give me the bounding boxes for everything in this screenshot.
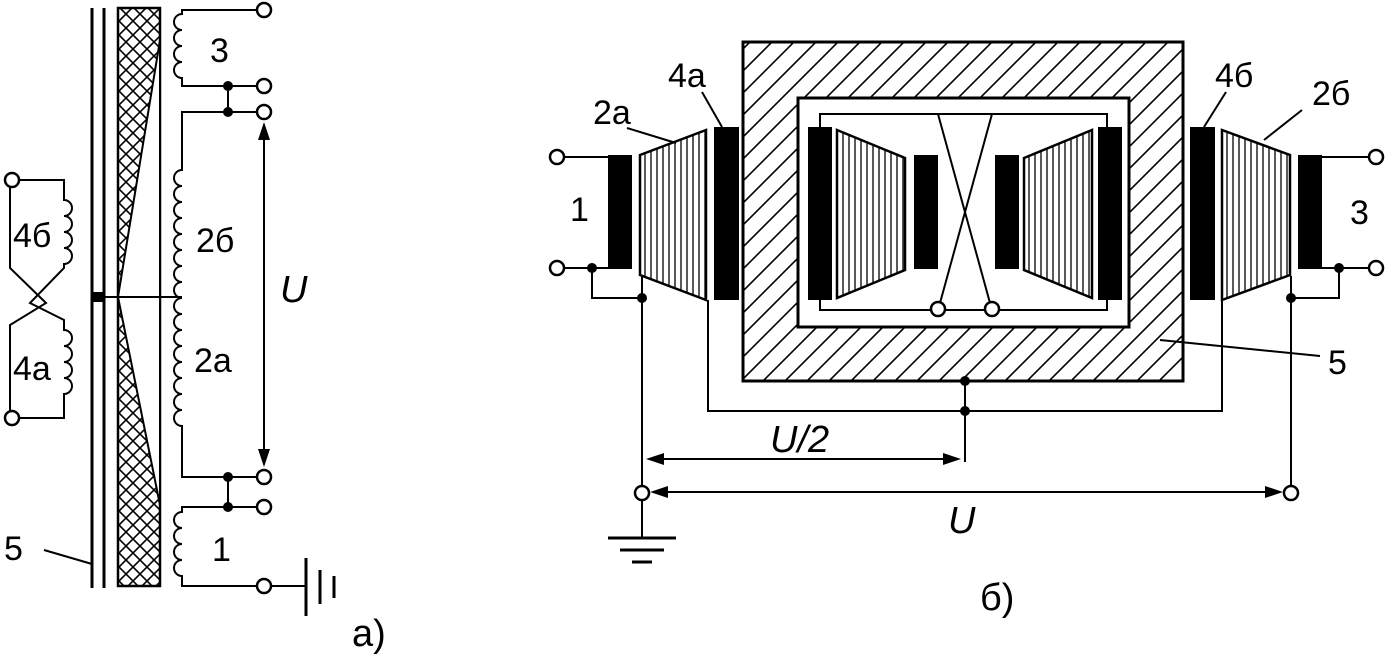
inner-windings-b (808, 113, 1122, 318)
winding-1-block (608, 155, 632, 269)
terminal-icon (983, 300, 1001, 318)
insulation-taper (116, 39, 161, 506)
winding-1-a (173, 477, 306, 595)
ground-icon (608, 500, 676, 564)
label-core-5-b: 5 (1328, 344, 1347, 382)
voltage-arrow-a (258, 122, 270, 467)
winding-1-leads (548, 148, 642, 299)
figure-b: 2а 4а 4б 2б 1 3 5 U/2 U б) (548, 40, 1385, 619)
winding-4b-block (1190, 127, 1215, 300)
right-windings-b (1190, 127, 1322, 302)
terminal-icon (548, 259, 566, 277)
label-winding-1-b: 1 (570, 191, 589, 229)
terminal-icon (255, 498, 273, 516)
label-winding-2a: 2а (194, 342, 232, 380)
terminal-icon (255, 577, 273, 595)
winding-2a-taper (638, 128, 708, 302)
battery-icon (304, 558, 336, 616)
label-winding-3-b: 3 (1350, 194, 1369, 232)
terminal-icon (255, 103, 273, 121)
terminal-icon (929, 300, 947, 318)
terminal-icon (3, 409, 21, 427)
winding-4a-block (714, 127, 739, 300)
label-winding-4b: 4б (13, 217, 51, 255)
core-5-b (741, 40, 1185, 383)
voltage-arrow-b (650, 486, 1283, 498)
figure-a: 3 2б 2а 1 4б 4а 5 U а) (3, 1, 386, 655)
label-winding-2a-b: 2а (593, 94, 631, 132)
label-winding-4a: 4а (13, 350, 51, 388)
windings-4-a (3, 171, 73, 427)
label-voltage-half: U/2 (770, 419, 829, 461)
terminal-icon (633, 484, 651, 502)
leader-2b-b (1263, 109, 1303, 141)
leader-4b-b (1203, 91, 1227, 128)
voltage-half-arrow (646, 453, 961, 465)
label-winding-2b-b: 2б (1312, 75, 1350, 113)
winding-3-block (1298, 155, 1322, 269)
caption-b: б) (980, 577, 1014, 619)
leader-4a-b (701, 91, 723, 128)
label-winding-2b: 2б (196, 222, 234, 260)
terminal-icon (3, 171, 21, 189)
winding-3-a (173, 1, 273, 112)
label-core-5: 5 (4, 530, 23, 568)
caption-a: а) (352, 613, 386, 655)
label-winding-4a-b: 4а (668, 57, 706, 95)
terminal-icon (255, 468, 273, 486)
label-winding-4b-b: 4б (1215, 57, 1253, 95)
terminal-icon (1367, 148, 1385, 166)
terminal-icon (548, 148, 566, 166)
label-voltage-u-b: U (948, 500, 976, 542)
terminal-icon (1367, 259, 1385, 277)
leader-5-a (43, 549, 93, 565)
label-winding-1: 1 (212, 531, 231, 569)
leader-5-b (1159, 339, 1321, 357)
terminal-icon (255, 77, 273, 95)
label-voltage-u: U (280, 269, 308, 311)
label-winding-3: 3 (210, 32, 229, 70)
terminal-icon (255, 1, 273, 19)
left-windings-b (608, 127, 739, 302)
leader-2a-b (626, 127, 677, 144)
winding-2-a (91, 103, 273, 486)
winding-3-leads (1291, 148, 1385, 299)
main-conductors-b (633, 276, 1300, 502)
winding-2b-taper (1220, 128, 1292, 302)
terminal-icon (1282, 484, 1300, 502)
